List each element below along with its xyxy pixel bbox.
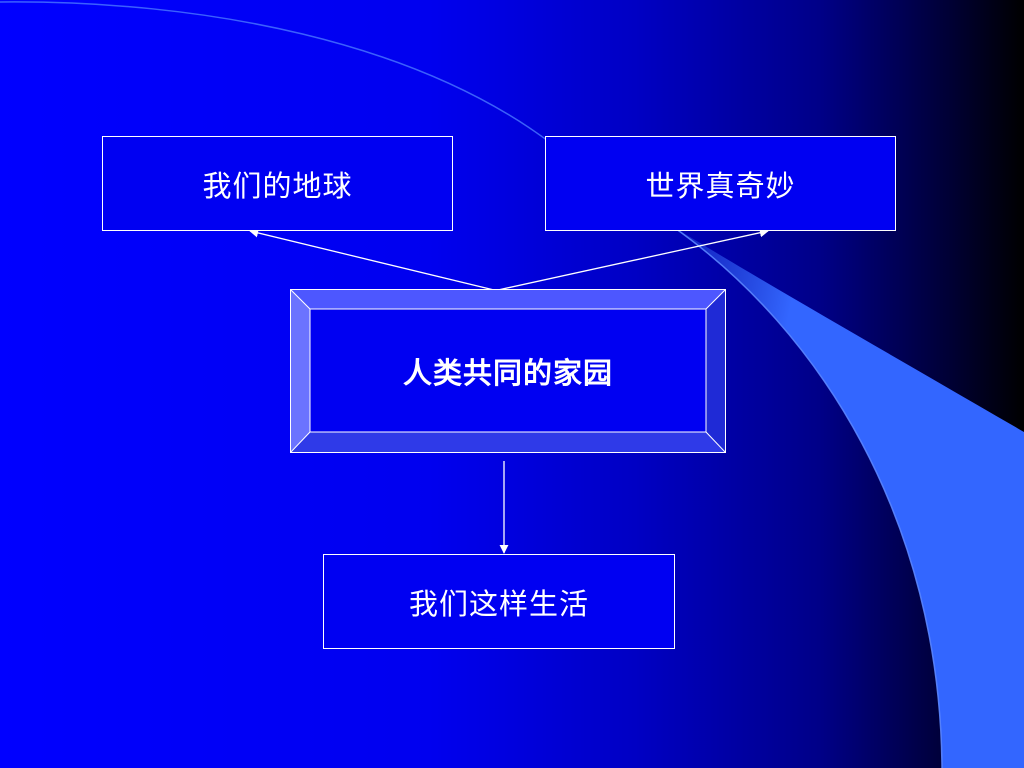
top-left-box[interactable]: 我们的地球 bbox=[102, 136, 453, 231]
background-swoosh bbox=[672, 226, 1024, 768]
center-box-label: 人类共同的家园 bbox=[402, 355, 613, 390]
center-box[interactable]: 人类共同的家园 bbox=[290, 289, 726, 453]
bottom-box[interactable]: 我们这样生活 bbox=[323, 554, 675, 649]
center-box-bevel bbox=[290, 289, 726, 453]
top-right-box-label: 世界真奇妙 bbox=[645, 168, 796, 203]
bottom-box-label: 我们这样生活 bbox=[408, 586, 589, 621]
top-right-box[interactable]: 世界真奇妙 bbox=[545, 136, 896, 231]
top-left-box-label: 我们的地球 bbox=[202, 168, 353, 203]
background-arc-line bbox=[0, 1, 561, 151]
